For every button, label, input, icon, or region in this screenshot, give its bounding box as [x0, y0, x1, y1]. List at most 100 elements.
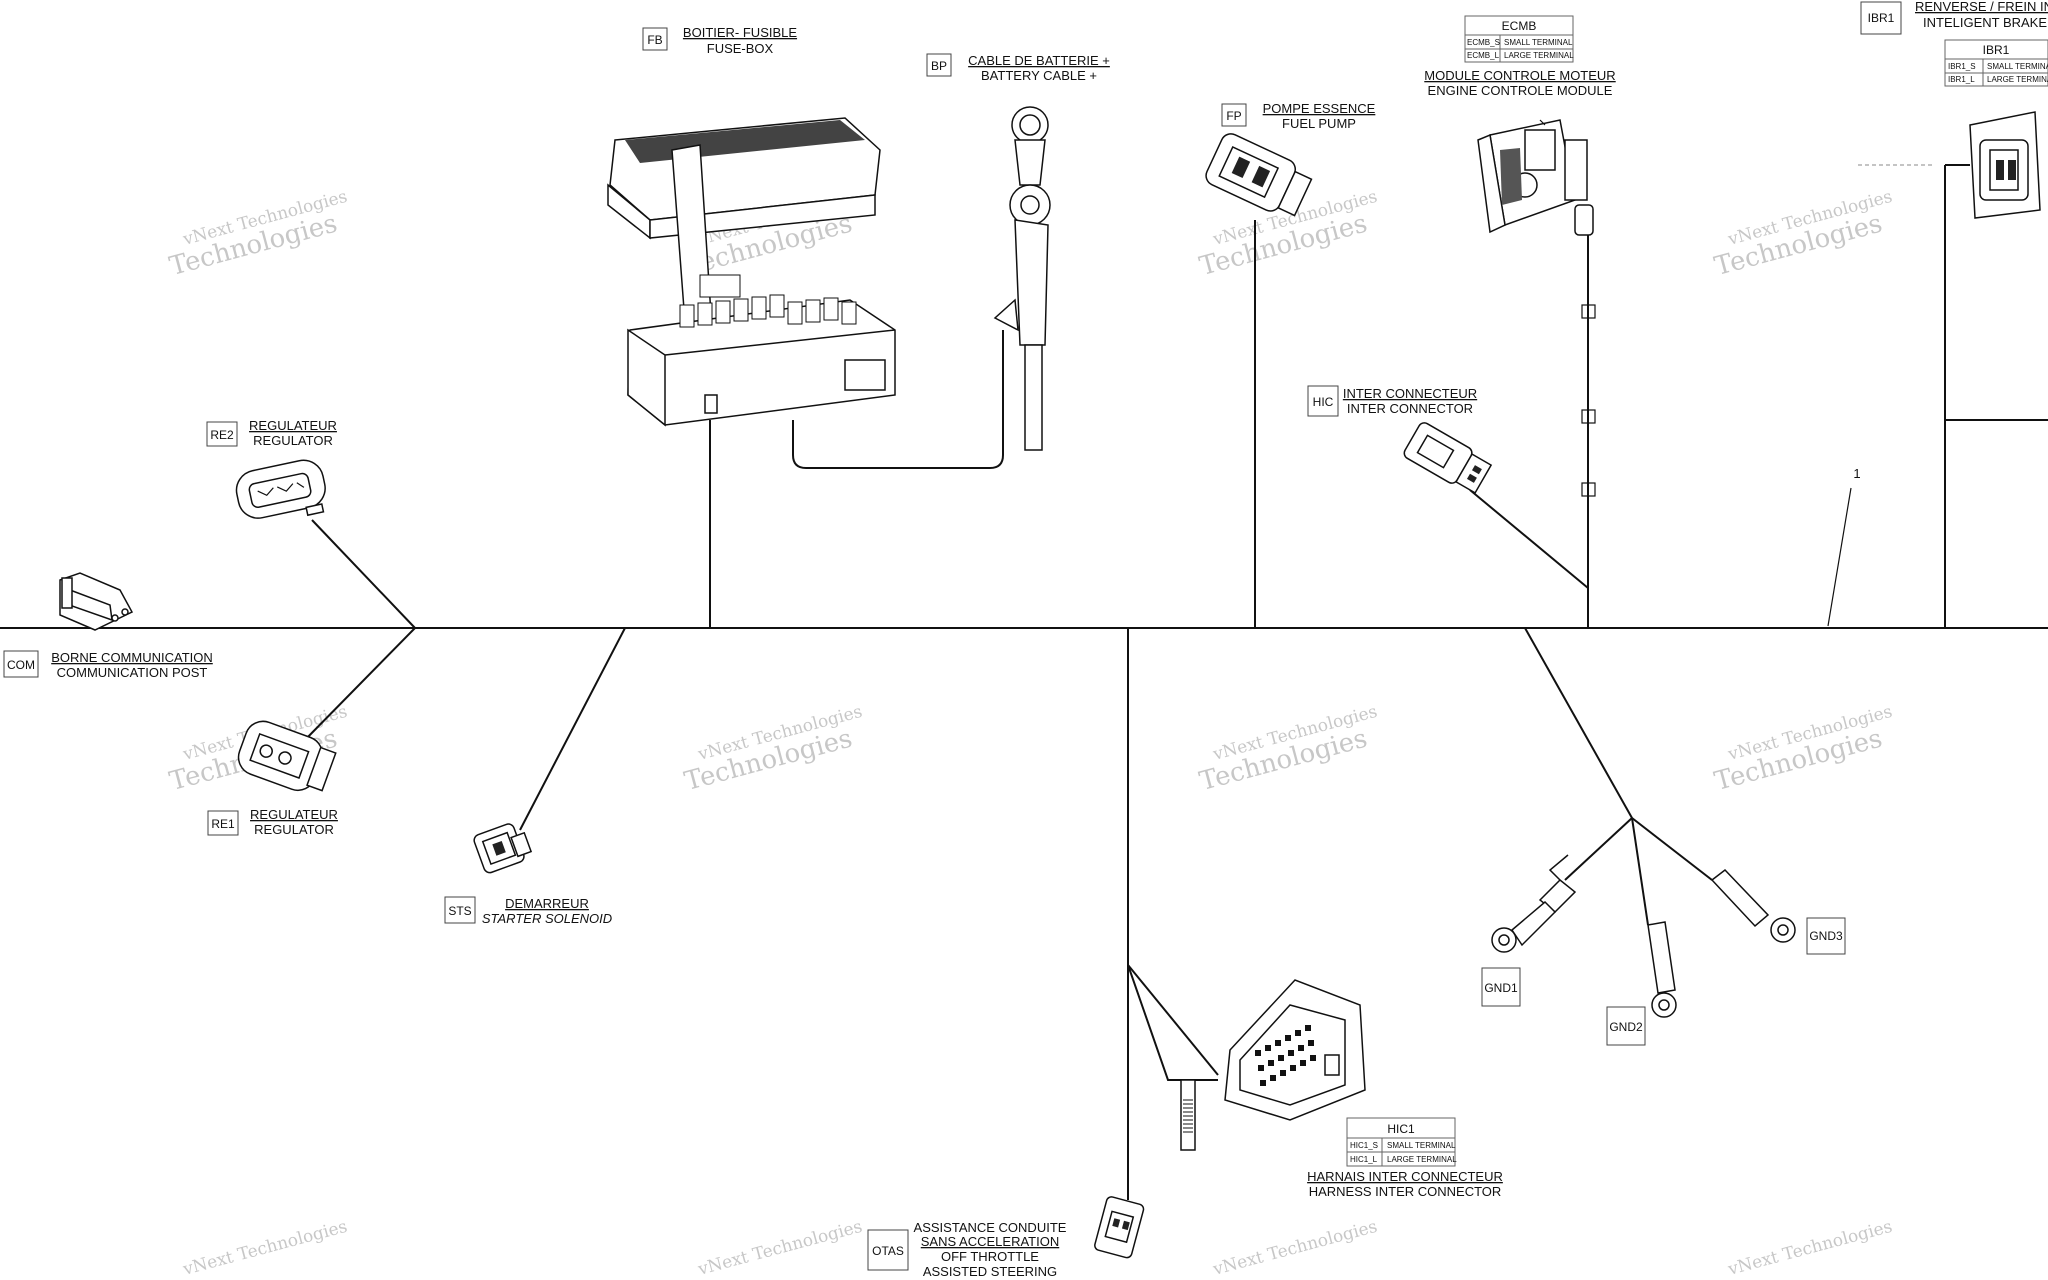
label-english: STARTER SOLENOID [482, 911, 612, 926]
regulator-re2-connector [235, 459, 326, 519]
terminal-id: ECMB_S [1467, 38, 1500, 47]
gnd2-branch [1631, 817, 1649, 926]
label-french: CABLE DE BATTERIE + [968, 53, 1110, 68]
component-code: GND2 [1609, 1020, 1643, 1034]
inline-fuse-holder [1180, 1079, 1196, 1151]
gnd-trunk [1524, 627, 1633, 819]
communication-post-connector [59, 572, 134, 631]
label-gnd3: GND3 [1806, 917, 1846, 955]
label-french: BOITIER- FUSIBLE [683, 25, 797, 40]
label-english: FUSE-BOX [707, 41, 774, 56]
svg-text:vNext Technologies: vNext Technologies [1725, 1217, 1894, 1280]
ground-lug-gnd1 [1491, 854, 1577, 953]
label-english: HARNESS INTER CONNECTOR [1309, 1184, 1502, 1199]
terminal-desc: LARGE TERMINAL [1387, 1155, 1457, 1164]
watermark: vNext Technologies Technologies [1711, 187, 1894, 282]
component-code: OTAS [872, 1244, 904, 1258]
component-code: STS [448, 904, 471, 918]
fuel-pump-connector [1205, 133, 1313, 217]
watermark: vNext Technologies [1725, 1217, 1894, 1280]
label-french: REGULATEUR [250, 807, 338, 822]
callout-leader [1827, 487, 1852, 627]
component-code: FP [1226, 109, 1241, 123]
label-english: ENGINE CONTROLE MODULE [1428, 83, 1613, 98]
watermark: vNext Technologies [1210, 1217, 1379, 1280]
label-french: MODULE CONTROLE MOTEUR [1424, 68, 1615, 83]
svg-text:vNext Technologies: vNext Technologies [180, 1217, 349, 1280]
label-harness-inter-connector: HIC1 HIC1_S SMALL TERMINAL HIC1_L LARGE … [1307, 1117, 1503, 1199]
component-code: GND1 [1484, 981, 1518, 995]
ground-lug-gnd3 [1710, 868, 1796, 943]
terminal-desc: SMALL TERMINAL [1387, 1141, 1456, 1150]
terminal-id: IBR1_L [1948, 75, 1975, 84]
sts-branch [519, 627, 626, 831]
regulator-re1-connector [237, 720, 337, 792]
wire-marker [1581, 304, 1596, 319]
terminal-desc: SMALL TERMINAL [1987, 62, 2048, 71]
component-code: HIC1 [1387, 1122, 1415, 1136]
hic1-branch-b [1127, 964, 1218, 1081]
label-inter-connector: HIC INTER CONNECTEUR INTER CONNECTOR [1307, 385, 1477, 417]
label-french: POMPE ESSENCE [1263, 101, 1376, 116]
terminal-desc: SMALL TERMINAL [1504, 38, 1573, 47]
watermark: vNext Technologies [180, 1217, 349, 1280]
label-english: OFF THROTTLE [941, 1249, 1039, 1264]
label-french: ASSISTANCE CONDUITE [914, 1220, 1067, 1235]
hic-branch [1469, 489, 1589, 589]
watermark: vNext Technologies [695, 1217, 864, 1280]
inter-connector [1403, 422, 1493, 494]
label-regulator-re2: RE2 REGULATEUR REGULATOR [206, 418, 337, 448]
harness-inter-connector [1224, 979, 1366, 1121]
label-starter-solenoid: STS DEMARREUR STARTER SOLENOID [444, 896, 612, 926]
label-english: INTER CONNECTOR [1347, 401, 1473, 416]
otas-connector [1094, 1196, 1145, 1259]
label-regulator-re1: RE1 REGULATEUR REGULATOR [207, 807, 338, 837]
gnd1-branch [1564, 817, 1633, 881]
watermark: vNext Technologies Technologies [681, 702, 864, 797]
label-french: BORNE COMMUNICATION [51, 650, 213, 665]
harness-callout-number: 1 [1853, 466, 1860, 481]
ground-lug-gnd2 [1647, 921, 1677, 1018]
component-code: FB [647, 33, 662, 47]
label-english: REGULATOR [253, 433, 333, 448]
label-english: REGULATOR [254, 822, 334, 837]
label-communication-post: COM BORNE COMMUNICATION COMMUNICATION PO… [3, 650, 213, 680]
component-code: ECMB [1502, 19, 1537, 33]
label-gnd1: GND1 [1481, 967, 1521, 1007]
label-english: FUEL PUMP [1282, 116, 1356, 131]
component-code: IBR1 [1983, 43, 2010, 57]
watermark: vNext Technologies Technologies [166, 187, 349, 282]
label-french: REGULATEUR [249, 418, 337, 433]
terminal-desc: LARGE TERMINAL [1504, 51, 1574, 60]
label-fuse-box: FB BOITIER- FUSIBLE FUSE-BOX [642, 25, 797, 56]
label-french: DEMARREUR [505, 896, 589, 911]
wire-marker [1581, 482, 1596, 497]
ecm-connector [1477, 119, 1594, 236]
label-english: ASSISTED STEERING [923, 1264, 1057, 1279]
label-english: COMMUNICATION POST [57, 665, 208, 680]
terminal-id: IBR1_S [1948, 62, 1976, 71]
terminal-id: HIC1_L [1350, 1155, 1378, 1164]
label-french: INTER CONNECTEUR [1343, 386, 1477, 401]
fuse-box-drawing [607, 117, 896, 427]
label-english: INTELIGENT BRAKE /R [1923, 15, 2048, 30]
label-english: BATTERY CABLE + [981, 68, 1097, 83]
terminal-id: ECMB_L [1467, 51, 1500, 60]
gnd3-branch [1631, 817, 1713, 881]
re1-branch [299, 627, 416, 746]
fb-bp-link [792, 330, 1004, 469]
svg-text:vNext Technologies: vNext Technologies [695, 1217, 864, 1280]
component-code: IBR1 [1868, 11, 1895, 25]
terminal-desc: LARGE TERMINAL [1987, 75, 2048, 84]
component-code: RE1 [211, 817, 235, 831]
terminal-id: HIC1_S [1350, 1141, 1378, 1150]
component-code: BP [931, 59, 947, 73]
hic1-branch-a [1127, 964, 1219, 1076]
label-battery-cable: BP CABLE DE BATTERIE + BATTERY CABLE + [926, 53, 1110, 83]
watermark: vNext Technologies Technologies [1711, 702, 1894, 797]
watermark: vNext Technologies Technologies [1196, 702, 1379, 797]
label-french: HARNAIS INTER CONNECTEUR [1307, 1169, 1503, 1184]
wire-marker [1581, 409, 1596, 424]
component-code: COM [7, 658, 35, 672]
